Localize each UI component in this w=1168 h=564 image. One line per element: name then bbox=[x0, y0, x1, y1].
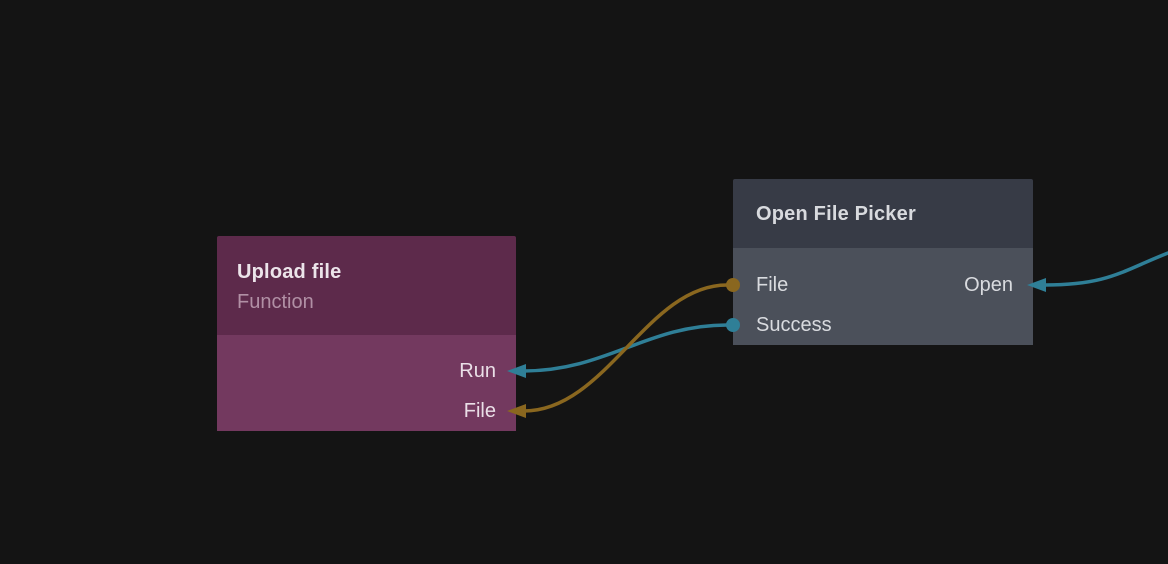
port-row-file-open: File Open bbox=[733, 265, 1033, 305]
node-subtitle: Function bbox=[237, 291, 314, 313]
port-file-input[interactable]: File bbox=[217, 391, 516, 431]
node-header: Open File Picker bbox=[733, 179, 1033, 248]
node-title: Upload file bbox=[237, 261, 342, 283]
node-title: Open File Picker bbox=[756, 202, 916, 225]
node-header: Upload file Function bbox=[217, 236, 516, 335]
node-body: File Open Success bbox=[733, 248, 1033, 345]
port-file-output-label[interactable]: File bbox=[756, 273, 789, 296]
wire-file-to-file[interactable] bbox=[522, 283, 729, 413]
node-upload-file[interactable]: Upload file Function Run File bbox=[217, 236, 516, 446]
wire-offscreen-to-open[interactable] bbox=[1043, 251, 1168, 287]
port-run[interactable]: Run bbox=[217, 351, 516, 391]
port-run-label: Run bbox=[459, 359, 496, 382]
port-file-input-label: File bbox=[463, 399, 496, 422]
node-body: Run File bbox=[217, 335, 516, 431]
port-open-input-label[interactable]: Open bbox=[964, 273, 1013, 296]
node-open-file-picker[interactable]: Open File Picker File Open Success bbox=[733, 179, 1033, 361]
wire-success-to-run[interactable] bbox=[522, 323, 729, 373]
port-success-output[interactable]: Success bbox=[733, 305, 1033, 345]
port-success-output-label: Success bbox=[756, 313, 832, 336]
